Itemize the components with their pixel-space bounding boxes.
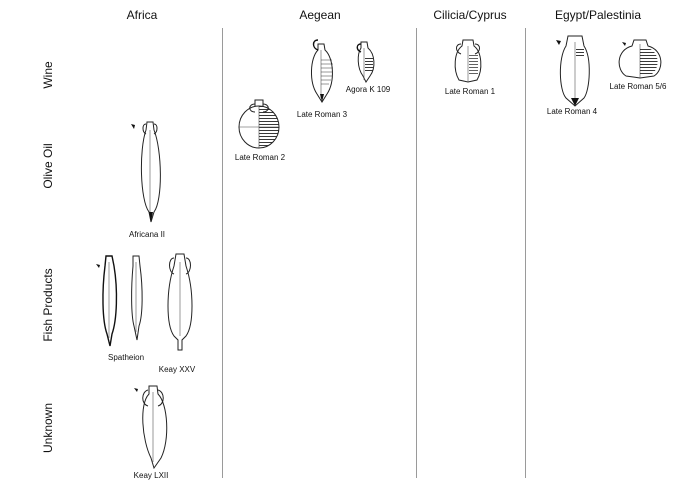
column-header-africa: Africa [126, 8, 158, 22]
label-keay-lxii: Keay LXII [133, 471, 169, 480]
column-divider [222, 28, 223, 478]
amphora-keay-lxii-drawing [134, 385, 168, 470]
amphora-agora-k109-drawing [356, 41, 375, 83]
column-divider [525, 28, 526, 478]
amphora-keay-xxv-drawing [167, 253, 193, 351]
column-header-cilicia-cyprus: Cilicia/Cyprus [433, 8, 507, 22]
label-spatheion: Spatheion [107, 353, 145, 362]
amphora-spatheion-drawing [96, 255, 143, 347]
label-keay-xxv: Keay XXV [158, 365, 196, 374]
label-late-roman-4: Late Roman 4 [546, 107, 598, 116]
amphora-late-roman-2-drawing [238, 99, 280, 149]
amphora-late-roman-4-drawing [556, 35, 590, 107]
label-late-roman-5-6: Late Roman 5/6 [609, 82, 667, 91]
amphora-late-roman-3-drawing [311, 39, 333, 103]
label-late-roman-3: Late Roman 3 [296, 110, 348, 119]
amphora-late-roman-1-drawing [454, 39, 482, 83]
amphora-africana-ii-drawing [131, 121, 161, 223]
column-header-egypt-palestinia: Egypt/Palestinia [554, 8, 642, 22]
label-africana-ii: Africana II [128, 230, 166, 239]
column-header-aegean: Aegean [299, 8, 341, 22]
column-divider [416, 28, 417, 478]
amphora-late-roman-5-6-drawing [618, 39, 662, 79]
label-agora-k109: Agora K 109 [345, 85, 391, 94]
label-late-roman-2: Late Roman 2 [234, 153, 286, 162]
label-late-roman-1: Late Roman 1 [444, 87, 496, 96]
